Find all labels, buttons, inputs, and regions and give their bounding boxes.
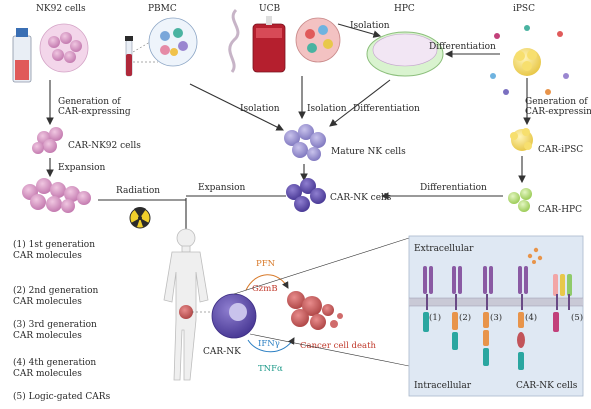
label-isolation-top: Isolation bbox=[350, 21, 390, 31]
arrow-pfn bbox=[245, 274, 289, 291]
car-hpc-cluster bbox=[508, 188, 532, 212]
gen-item-5-line1: (5) Logic-gated CARs bbox=[13, 391, 111, 402]
label-gen1-b: CAR-expressing bbox=[58, 107, 131, 117]
gen-item-3-line2: CAR molecules bbox=[13, 331, 82, 341]
pbmc-tube bbox=[125, 36, 133, 77]
label-nk92: NK92 cells bbox=[36, 4, 86, 14]
label-gzmb: GzmB bbox=[252, 284, 278, 294]
label-gen2-a: Generation of bbox=[525, 97, 588, 107]
label-car-nk92: CAR-NK92 cells bbox=[68, 141, 141, 151]
tumor-in-patient bbox=[179, 305, 193, 319]
nk92-flask bbox=[12, 28, 32, 83]
label-cancer-death: Cancer cell death bbox=[300, 341, 376, 351]
connector-top bbox=[233, 237, 410, 295]
panel-number-5: (5) bbox=[571, 312, 583, 323]
label-differentiation-hpc: Differentiation bbox=[353, 104, 420, 114]
expanded-car-nk92-cluster bbox=[22, 178, 91, 213]
label-pbmc: PBMC bbox=[148, 4, 177, 14]
label-tnfa: TNFα bbox=[258, 364, 283, 374]
car-nk-killer-cell bbox=[211, 293, 257, 339]
label-isolation-ucb: Isolation bbox=[307, 104, 347, 114]
panel-number-1: (1) bbox=[429, 312, 441, 323]
label-differentiation-bottom: Differentiation bbox=[420, 183, 487, 193]
car-structure-panel: Extracellular Intracellular CAR-NK cells bbox=[408, 235, 584, 397]
label-expansion-left: Expansion bbox=[58, 163, 105, 173]
label-car-nk-bottom: CAR-NK bbox=[203, 347, 241, 357]
label-radiation: Radiation bbox=[116, 186, 160, 196]
label-car-hpc: CAR-HPC bbox=[538, 205, 582, 215]
cancer-cells-cluster bbox=[287, 291, 343, 330]
car-gen3 bbox=[483, 266, 493, 366]
label-extracellular: Extracellular bbox=[414, 244, 474, 254]
label-gen1-a: Generation of bbox=[58, 97, 121, 107]
gen-item-4-line2: CAR molecules bbox=[13, 369, 82, 379]
car-logic-gated bbox=[553, 274, 572, 332]
car-nk-cells-cluster bbox=[286, 178, 326, 212]
car-nk92-cells-cluster bbox=[32, 127, 63, 154]
generation-list: (1) 1st generation CAR molecules (2) 2nd… bbox=[13, 239, 111, 402]
panel-number-4: (4) bbox=[525, 312, 537, 323]
arrow-pbmc-to-mature bbox=[189, 83, 284, 131]
label-car-nk-cells-panel: CAR-NK cells bbox=[516, 381, 578, 391]
label-ucb: UCB bbox=[259, 4, 280, 14]
pbmc-cells-cluster bbox=[148, 17, 198, 67]
gen-item-1-line1: (1) 1st generation bbox=[13, 239, 95, 250]
label-car-nk: CAR-NK cells bbox=[330, 193, 392, 203]
gen-item-4-line1: (4) 4th generation bbox=[13, 357, 96, 368]
label-expansion-mid: Expansion bbox=[198, 183, 245, 193]
label-ipsc: iPSC bbox=[513, 4, 535, 14]
panel-number-3: (3) bbox=[490, 312, 502, 323]
cell-membrane bbox=[409, 298, 583, 306]
label-gen2-b: CAR-expressing bbox=[525, 107, 591, 117]
arrow-hpc-to-mature bbox=[329, 79, 391, 127]
gen-item-3-line1: (3) 3rd generation bbox=[13, 319, 97, 330]
label-differentiation-top: Differentiation bbox=[429, 42, 496, 52]
car-gen1 bbox=[423, 266, 433, 332]
ucb-blood-bag bbox=[228, 8, 286, 73]
ucb-cells-cluster bbox=[295, 17, 341, 63]
human-silhouette bbox=[163, 228, 209, 381]
car-ipsc-cluster bbox=[510, 128, 533, 151]
label-hpc: HPC bbox=[394, 4, 415, 14]
label-car-ipsc: CAR-iPSC bbox=[538, 145, 583, 155]
panel-number-2: (2) bbox=[459, 312, 471, 323]
gen-item-1-line2: CAR molecules bbox=[13, 251, 82, 261]
label-isolation-pbmc: Isolation bbox=[240, 104, 280, 114]
mature-nk-cells-cluster bbox=[284, 124, 326, 161]
gen-item-2-line1: (2) 2nd generation bbox=[13, 285, 99, 296]
label-ifng: IFNγ bbox=[258, 339, 280, 349]
label-intracellular: Intracellular bbox=[414, 381, 472, 391]
connector-bottom bbox=[249, 333, 410, 367]
car-gen2 bbox=[452, 266, 462, 350]
gen-item-2-line2: CAR molecules bbox=[13, 297, 82, 307]
arrow-ucb-to-hpc bbox=[337, 23, 382, 38]
ipsc-cluster bbox=[490, 25, 569, 95]
hpc-petri-dish bbox=[366, 31, 444, 77]
car-gen4 bbox=[517, 247, 543, 370]
label-pfn: PFN bbox=[256, 259, 276, 269]
label-mature-nk: Mature NK cells bbox=[331, 147, 406, 157]
nk92-cells-cluster bbox=[39, 23, 89, 73]
radiation-icon bbox=[129, 207, 151, 229]
